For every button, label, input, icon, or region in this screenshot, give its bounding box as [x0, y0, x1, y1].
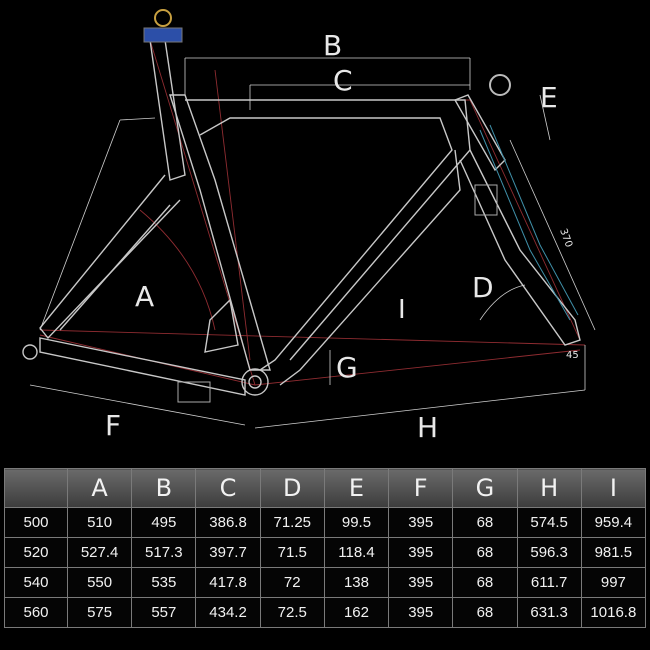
header-b: B [131, 468, 197, 508]
cell: 68 [452, 507, 518, 538]
label-c: C [333, 64, 353, 97]
fork-detail [479, 124, 579, 321]
label-d: D [472, 271, 494, 304]
cell: 959.4 [580, 507, 647, 538]
cell: 535 [131, 567, 197, 598]
table-row: 540 550 535 417.8 72 138 395 68 611.7 99… [4, 567, 647, 598]
frame-geometry-diagram: B C E A D I G F H 370 45 [22, 9, 596, 444]
seatpost-clamp [143, 27, 183, 43]
table-row: 560 575 557 434.2 72.5 162 395 68 631.3 … [4, 597, 647, 628]
header-h: H [516, 468, 582, 508]
cell: 71.25 [259, 507, 325, 538]
cell: 386.8 [195, 507, 261, 538]
cell: 118.4 [323, 537, 390, 568]
cell: 72 [259, 567, 325, 598]
label-a: A [135, 280, 154, 313]
cell: 495 [131, 507, 197, 538]
cell: 560 [4, 597, 68, 628]
cell: 162 [323, 597, 390, 628]
header-d: D [259, 468, 325, 508]
dimension-guides [29, 57, 596, 429]
label-f: F [105, 409, 121, 442]
table-row: 500 510 495 386.8 71.25 99.5 395 68 574.… [4, 507, 647, 538]
cell: 68 [452, 537, 518, 568]
headset-cap [489, 74, 511, 96]
brake-caliper [474, 184, 498, 216]
cell: 540 [4, 567, 68, 598]
label-b: B [323, 29, 342, 62]
header-a: A [66, 468, 133, 508]
label-h: H [417, 411, 438, 444]
cell: 517.3 [131, 537, 197, 568]
cell: 99.5 [323, 507, 390, 538]
header-e: E [323, 468, 390, 508]
cell: 395 [388, 597, 454, 628]
cell: 417.8 [195, 567, 261, 598]
rear-derailleur [177, 381, 211, 403]
label-stem-length: 370 [557, 227, 574, 249]
cell: 557 [131, 597, 197, 628]
cell: 997 [580, 567, 647, 598]
label-angle: 45 [566, 350, 579, 361]
cell: 611.7 [516, 567, 582, 598]
frame-outline [22, 39, 581, 396]
cell: 71.5 [259, 537, 325, 568]
cell: 395 [388, 537, 454, 568]
cell: 72.5 [259, 597, 325, 628]
saddle-rail-clamp [154, 9, 172, 27]
cell: 527.4 [66, 537, 133, 568]
cell: 395 [388, 507, 454, 538]
cell: 434.2 [195, 597, 261, 628]
cell: 395 [388, 567, 454, 598]
label-g: G [336, 351, 358, 384]
label-e: E [540, 81, 558, 114]
table-row: 520 527.4 517.3 397.7 71.5 118.4 395 68 … [4, 537, 647, 568]
cell: 520 [4, 537, 68, 568]
cell: 138 [323, 567, 390, 598]
label-i: I [398, 295, 406, 325]
header-c: C [195, 468, 261, 508]
cell: 500 [4, 507, 68, 538]
cell: 981.5 [580, 537, 647, 568]
header-g: G [452, 468, 518, 508]
cell: 1016.8 [580, 597, 647, 628]
cell: 68 [452, 597, 518, 628]
table-header-row: A B C D E F G H I [4, 468, 647, 508]
cell: 574.5 [516, 507, 582, 538]
header-i: I [580, 468, 647, 508]
cell: 397.7 [195, 537, 261, 568]
geometry-table: A B C D E F G H I 500 510 495 386.8 71.2… [4, 468, 647, 628]
cell: 631.3 [516, 597, 582, 628]
header-size [4, 468, 68, 508]
cell: 596.3 [516, 537, 582, 568]
header-f: F [388, 468, 454, 508]
cell: 510 [66, 507, 133, 538]
cell: 68 [452, 567, 518, 598]
cell: 550 [66, 567, 133, 598]
cell: 575 [66, 597, 133, 628]
